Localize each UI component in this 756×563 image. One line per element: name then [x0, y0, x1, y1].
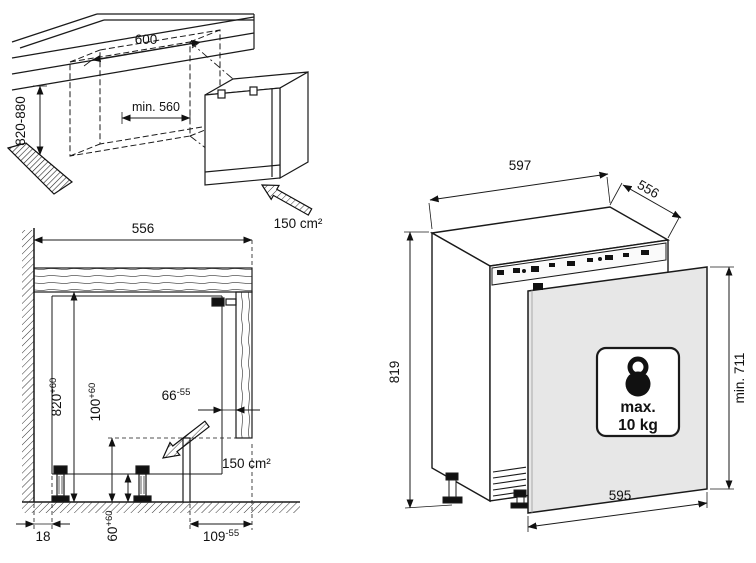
appliance-box — [204, 70, 309, 186]
base-width-label: 595 — [609, 488, 632, 503]
door-min-height-label: min. 711 — [732, 353, 747, 404]
dim-rear-clearance — [16, 476, 70, 530]
figure-niche-perspective — [6, 13, 313, 216]
adjustable-foot — [51, 465, 70, 503]
niche-vent-label: 150 cm² — [274, 216, 323, 231]
door-hinge-detail — [211, 297, 237, 307]
weight-icon — [625, 356, 651, 397]
niche-dashed-outline — [69, 29, 221, 157]
niche-height-label: 820-880 — [13, 96, 28, 146]
dim-niche-width — [83, 39, 201, 67]
plinth-board — [182, 437, 191, 503]
wall-lines — [11, 13, 255, 49]
max-door-weight-badge — [595, 346, 681, 438]
dim-appliance-height — [404, 231, 453, 509]
airflow-arrow-icon — [161, 420, 210, 459]
appliance-height-label: 819 — [387, 361, 402, 384]
hinge-mark — [217, 89, 226, 99]
rear-clearance-label: 18 — [35, 529, 50, 544]
dim-niche-depth — [121, 112, 191, 124]
dim-plinth-depth — [189, 444, 253, 530]
hinge-mark — [249, 86, 258, 96]
adjustable-foot — [133, 465, 152, 503]
plinth-depth-label: 109-55 — [203, 528, 239, 544]
furniture-door-section — [235, 291, 253, 439]
plinth-height-label: 100+60 — [87, 383, 103, 422]
foot-height-label: 60+60 — [104, 510, 120, 541]
niche-width-label: 600 — [135, 32, 158, 47]
figure-appliance — [404, 171, 734, 532]
section-height-label: 820+60 — [48, 378, 64, 417]
appliance-left-face — [431, 231, 491, 503]
wall-hatch — [22, 230, 34, 502]
appliance-depth-label: 556 — [635, 177, 662, 201]
appliance-width-label: 597 — [509, 158, 532, 173]
section-vent-label: 150 cm² — [222, 456, 271, 471]
dim-plinth-height — [108, 437, 236, 503]
front-gap-label: 66-55 — [162, 387, 191, 403]
worktop-section — [33, 267, 253, 293]
dim-appliance-width — [428, 171, 611, 230]
dim-niche-height — [33, 85, 47, 156]
door-weight-value-label: 10 kg — [618, 417, 658, 434]
figure-section — [16, 228, 300, 530]
dim-worktop-depth — [33, 236, 253, 268]
appliance-outline — [51, 295, 223, 475]
door-weight-max-label: max. — [620, 399, 655, 416]
airflow-arrow-icon — [260, 184, 313, 216]
section-depth-label: 556 — [132, 221, 155, 236]
niche-depth-label: min. 560 — [132, 100, 180, 114]
adjustable-foot — [442, 472, 463, 504]
floor-hatch — [22, 502, 300, 513]
dim-base-width — [527, 492, 708, 532]
floor-strip — [6, 142, 73, 195]
dim-door-height — [710, 266, 734, 490]
dim-appliance-depth — [609, 182, 682, 239]
door-mounting-rail — [491, 242, 667, 286]
